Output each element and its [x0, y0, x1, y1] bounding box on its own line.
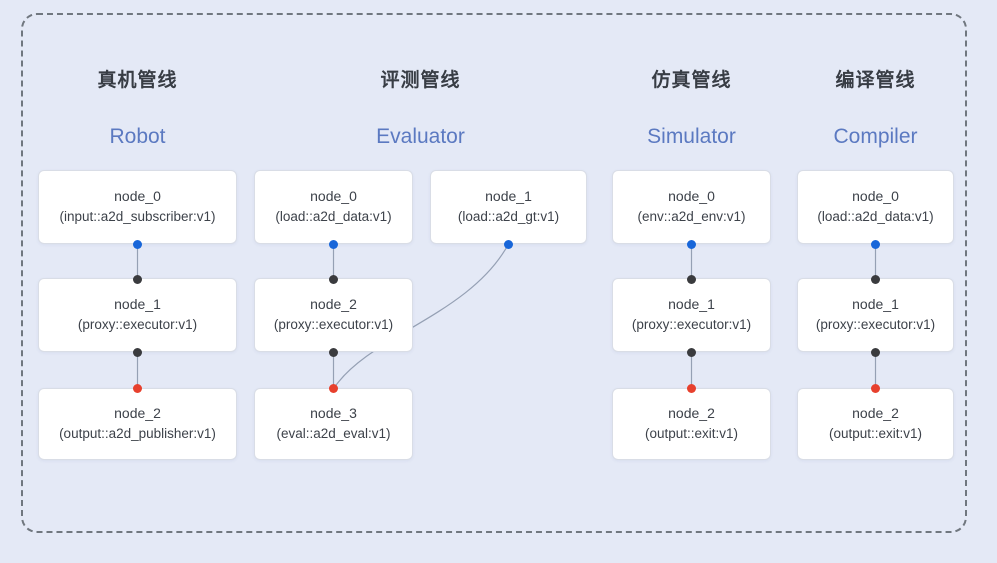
node-title: node_1 [668, 295, 715, 312]
node-title: node_3 [310, 404, 357, 421]
port-in-dot-icon [871, 274, 880, 284]
port-final-dot-icon [133, 383, 142, 393]
port-out-dot-icon [687, 239, 696, 249]
port-out-dot-icon [504, 239, 513, 249]
node-title: node_2 [310, 295, 357, 312]
node-title: node_0 [668, 187, 715, 204]
pipeline-title-cn-simulator: 仿真管线 [651, 70, 732, 91]
node-card-simulator-node1: node_1 (proxy::executor:v1) [612, 278, 771, 352]
port-out-dot-icon [133, 347, 142, 357]
node-type: (output::exit:v1) [644, 426, 739, 442]
port-final-dot-icon [871, 383, 880, 393]
pipeline-title-en-evaluator: Evaluator [376, 125, 465, 148]
pipeline-title-cn-compiler: 编译管线 [835, 70, 916, 91]
node-title: node_0 [310, 187, 357, 204]
pipeline-title-en-compiler: Compiler [833, 125, 918, 148]
node-type: (load::a2d_gt:v1) [457, 209, 560, 225]
port-out-dot-icon [329, 347, 338, 357]
node-title: node_1 [485, 187, 532, 204]
node-title: node_1 [852, 295, 899, 312]
node-card-evaluator-node2: node_2 (proxy::executor:v1) [254, 278, 413, 352]
node-type: (proxy::executor:v1) [631, 317, 752, 333]
port-in-dot-icon [133, 274, 142, 284]
port-out-dot-icon [133, 239, 142, 249]
diagram-boundary [21, 13, 967, 533]
connector-evaluator-n1-n3-curve [333, 243, 510, 389]
node-type: (proxy::executor:v1) [273, 317, 394, 333]
node-card-compiler-node0: node_0 (load::a2d_data:v1) [797, 170, 954, 244]
pipeline-title-cn-evaluator: 评测管线 [380, 70, 461, 91]
node-type: (env::a2d_env:v1) [637, 209, 746, 225]
port-in-dot-icon [329, 274, 338, 284]
node-title: node_1 [114, 295, 161, 312]
port-out-dot-icon [871, 239, 880, 249]
port-final-dot-icon [329, 383, 338, 393]
node-card-robot-node1: node_1 (proxy::executor:v1) [38, 278, 237, 352]
node-type: (proxy::executor:v1) [77, 317, 198, 333]
node-card-evaluator-node1: node_1 (load::a2d_gt:v1) [430, 170, 587, 244]
pipeline-title-cn-robot: 真机管线 [97, 70, 178, 91]
node-card-compiler-node2: node_2 (output::exit:v1) [797, 388, 954, 460]
node-type: (load::a2d_data:v1) [817, 209, 934, 225]
pipeline-title-en-simulator: Simulator [647, 125, 736, 148]
port-out-dot-icon [329, 239, 338, 249]
port-out-dot-icon [687, 347, 696, 357]
node-type: (input::a2d_subscriber:v1) [59, 209, 216, 225]
node-title: node_2 [114, 404, 161, 421]
port-final-dot-icon [687, 383, 696, 393]
node-card-simulator-node0: node_0 (env::a2d_env:v1) [612, 170, 771, 244]
node-title: node_0 [114, 187, 161, 204]
node-type: (eval::a2d_eval:v1) [276, 426, 391, 442]
node-card-evaluator-node0: node_0 (load::a2d_data:v1) [254, 170, 413, 244]
port-in-dot-icon [687, 274, 696, 284]
node-card-robot-node0: node_0 (input::a2d_subscriber:v1) [38, 170, 237, 244]
node-type: (output::exit:v1) [828, 426, 923, 442]
node-title: node_0 [852, 187, 899, 204]
node-type: (output::a2d_publisher:v1) [59, 426, 216, 442]
node-type: (proxy::executor:v1) [815, 317, 936, 333]
node-card-robot-node2: node_2 (output::a2d_publisher:v1) [38, 388, 237, 460]
node-card-compiler-node1: node_1 (proxy::executor:v1) [797, 278, 954, 352]
pipeline-title-en-robot: Robot [109, 125, 166, 148]
node-title: node_2 [668, 404, 715, 421]
port-out-dot-icon [871, 347, 880, 357]
node-card-simulator-node2: node_2 (output::exit:v1) [612, 388, 771, 460]
node-card-evaluator-node3: node_3 (eval::a2d_eval:v1) [254, 388, 413, 460]
node-title: node_2 [852, 404, 899, 421]
node-type: (load::a2d_data:v1) [275, 209, 392, 225]
